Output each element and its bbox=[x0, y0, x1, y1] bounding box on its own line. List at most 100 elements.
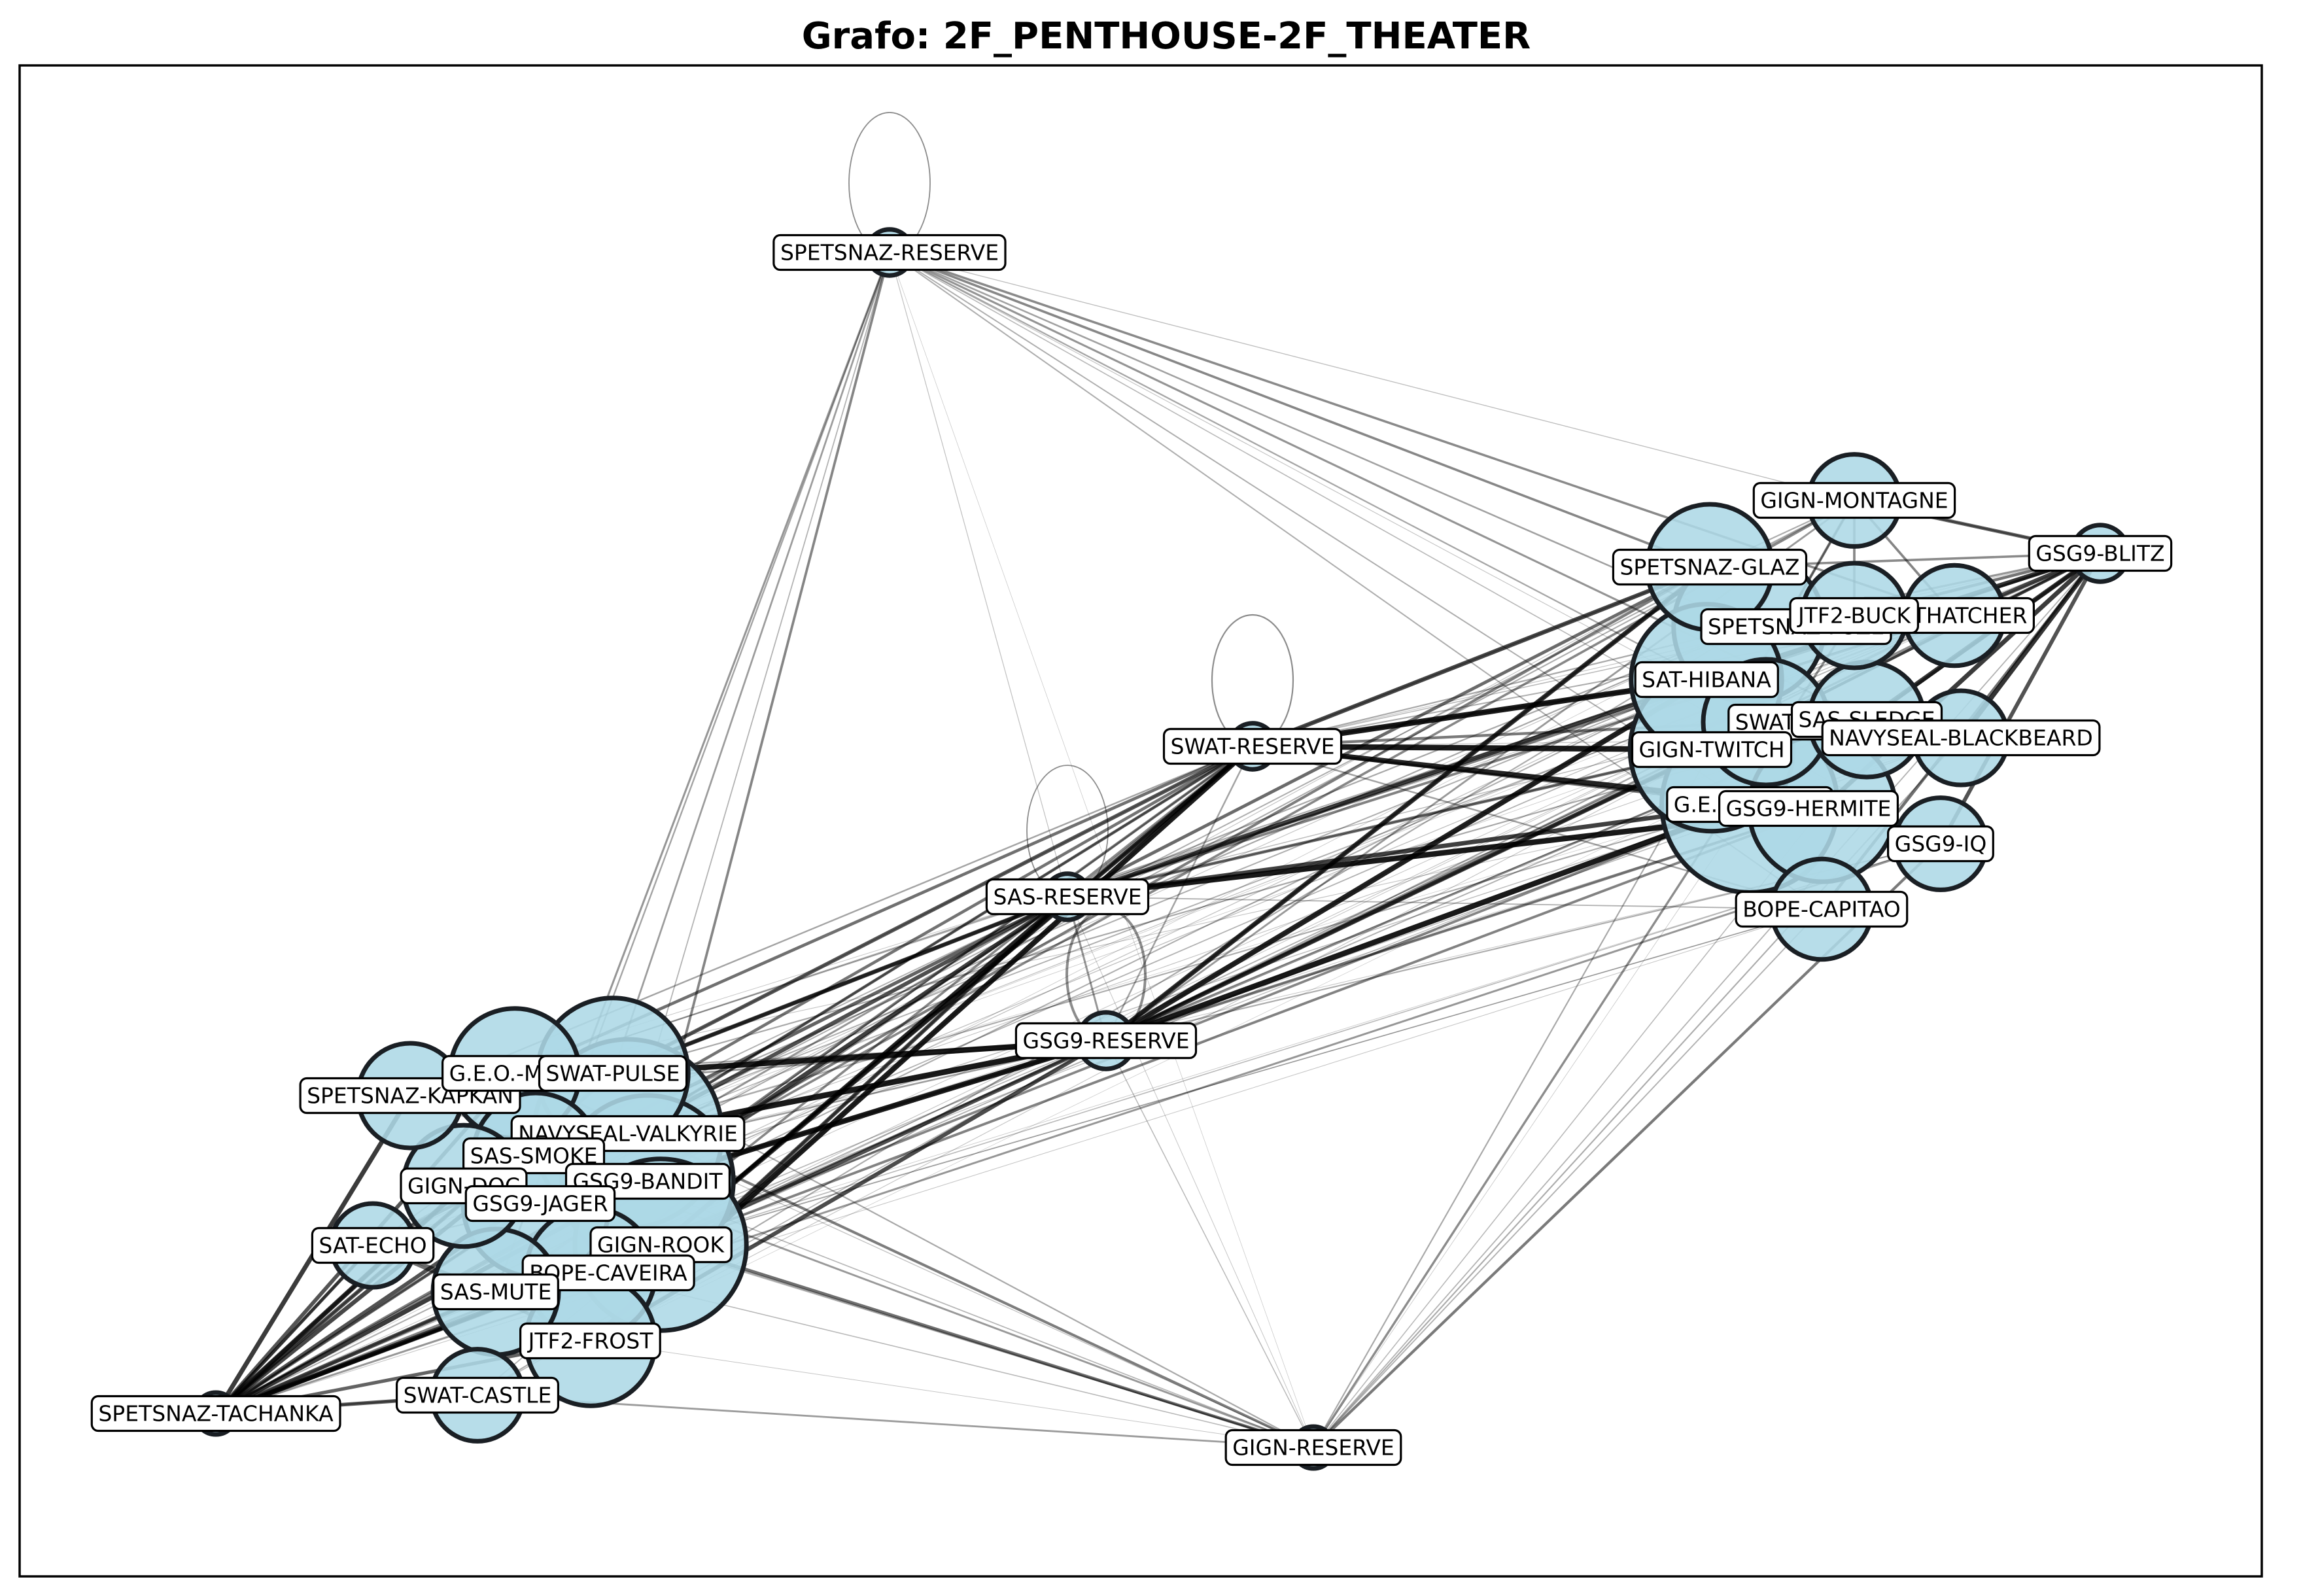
node-label-box bbox=[90, 1395, 341, 1432]
node-label-sat-echo: SAT-ECHO bbox=[311, 1226, 435, 1264]
node-label-text: GIGN-TWITCH bbox=[1638, 737, 1784, 763]
plot-frame bbox=[18, 64, 2263, 1578]
node-label-spetsnaz-reserve: SPETSNAZ-RESERVE bbox=[772, 234, 1007, 271]
edge-149 bbox=[1066, 677, 1708, 899]
node-label-text: SPETSNAZ-TACHANKA bbox=[98, 1401, 334, 1427]
edge-167 bbox=[1067, 745, 1253, 898]
edge-107 bbox=[1313, 909, 1822, 1448]
node-label-gsg9-iq: GSG9-IQ bbox=[1887, 825, 1994, 863]
node-label-text: GSG9-RESERVE bbox=[1022, 1028, 1189, 1054]
node-label-box bbox=[395, 1376, 559, 1414]
node-label-text: JTF2-BUCK bbox=[1797, 603, 1911, 629]
node-label-navyseal-blackbeard: NAVYSEAL-BLACKBEARD bbox=[1821, 719, 2101, 757]
node-label-gign-montagne: GIGN-MONTAGNE bbox=[1752, 481, 1956, 519]
edge-171 bbox=[1067, 896, 1314, 1448]
node-label-box bbox=[1718, 789, 1899, 827]
node-label-gsg9-reserve: GSG9-RESERVE bbox=[1014, 1022, 1198, 1060]
edge-140 bbox=[1251, 564, 1711, 749]
node-label-box bbox=[519, 1322, 661, 1360]
node-label-swat-pulse: SWAT-PULSE bbox=[538, 1054, 688, 1092]
node-label-text: SWAT-CASTLE bbox=[404, 1383, 552, 1408]
node-label-box bbox=[1735, 890, 1909, 928]
node-label-text: GSG9-BLITZ bbox=[2035, 541, 2164, 566]
node-label-box bbox=[1014, 1022, 1198, 1060]
node-label-box bbox=[1631, 731, 1793, 769]
node-label-gsg9-jager: GSG9-JAGER bbox=[464, 1185, 616, 1223]
edge-39 bbox=[889, 251, 1750, 628]
node-label-spetsnaz-tachanka: SPETSNAZ-TACHANKA bbox=[90, 1395, 341, 1432]
node-label-swat-castle: SWAT-CASTLE bbox=[395, 1376, 559, 1414]
edge-0 bbox=[627, 500, 1855, 1134]
node-labels: SPETSNAZ-RESERVE SWAT-RESERVE SAS-RESERVE G… bbox=[90, 234, 2173, 1466]
node-label-box bbox=[1162, 727, 1343, 765]
node-label-text: NAVYSEAL-BLACKBEARD bbox=[1829, 725, 2093, 751]
edge-154 bbox=[612, 894, 1069, 1076]
node-label-box bbox=[985, 878, 1150, 916]
node-label-spetsnaz-glaz: SPETSNAZ-GLAZ bbox=[1612, 548, 1808, 586]
node-label-gign-twitch: GIGN-TWITCH bbox=[1631, 731, 1793, 769]
edge-36 bbox=[889, 252, 1855, 501]
node-label-box bbox=[2028, 534, 2173, 572]
edge-157 bbox=[1105, 747, 1713, 1043]
edge-18 bbox=[535, 721, 1767, 1156]
node-label-box bbox=[464, 1185, 616, 1223]
node-label-gsg9-blitz: GSG9-BLITZ bbox=[2028, 534, 2173, 572]
edge-118 bbox=[477, 1394, 1314, 1449]
edge-144 bbox=[612, 744, 1254, 1075]
edge-170 bbox=[1105, 1040, 1314, 1448]
node-label-sas-mute: SAS-MUTE bbox=[432, 1273, 559, 1311]
node-label-bope-capitao: BOPE-CAPITAO bbox=[1735, 890, 1909, 928]
node-label-box bbox=[538, 1054, 688, 1092]
edge-160 bbox=[1104, 565, 1712, 1043]
node-label-jtf2-frost: JTF2-FROST bbox=[519, 1322, 661, 1360]
node-label-text: JTF2-FROST bbox=[527, 1328, 654, 1354]
node-label-box bbox=[432, 1273, 559, 1311]
edge-187 bbox=[1939, 552, 2102, 845]
node-label-box bbox=[1752, 481, 1956, 519]
node-label-text: BOPE-CAPITAO bbox=[1742, 897, 1901, 922]
node-label-sas-reserve: SAS-RESERVE bbox=[985, 878, 1150, 916]
node-label-text: SPETSNAZ-RESERVE bbox=[780, 240, 999, 266]
edge-142 bbox=[627, 745, 1254, 1135]
node-label-text: SAS-RESERVE bbox=[993, 884, 1141, 910]
node-label-text: SAT-ECHO bbox=[319, 1233, 426, 1258]
node-label-gign-reserve: GIGN-RESERVE bbox=[1224, 1429, 1402, 1466]
edge-172 bbox=[889, 252, 1068, 897]
node-label-bope-caveira: BOPE-CAVEIRA bbox=[521, 1254, 695, 1292]
edge-117 bbox=[590, 1340, 1314, 1448]
node-label-box bbox=[1224, 1429, 1402, 1466]
edge-169 bbox=[1105, 746, 1254, 1041]
node-label-gign-rook: GIGN-ROOK bbox=[589, 1226, 733, 1264]
node-label-text: GSG9-IQ bbox=[1895, 831, 1987, 857]
edge-147 bbox=[1067, 748, 1712, 899]
chart-title: Grafo: 2F_PENTHOUSE-2F_THEATER bbox=[802, 15, 1531, 58]
node-label-box bbox=[1634, 661, 1779, 699]
node-label-box bbox=[1612, 548, 1808, 586]
edge-104 bbox=[1313, 804, 1750, 1448]
node-label-box bbox=[521, 1254, 695, 1292]
node-label-text: SWAT-PULSE bbox=[545, 1061, 680, 1086]
edge-28 bbox=[535, 804, 1750, 1156]
node-label-text: GIGN-ROOK bbox=[597, 1232, 725, 1258]
edge-46 bbox=[612, 252, 891, 1074]
node-label-text: GSG9-JAGER bbox=[472, 1191, 608, 1217]
node-label-swat-reserve: SWAT-RESERVE bbox=[1162, 727, 1343, 765]
node-label-text: SAT-HIBANA bbox=[1642, 667, 1771, 693]
node-label-box bbox=[311, 1226, 435, 1264]
edge-76 bbox=[1067, 896, 1822, 910]
edge-150 bbox=[1066, 565, 1711, 899]
edge-37 bbox=[889, 251, 1710, 568]
edge-24 bbox=[590, 719, 1867, 1342]
node-label-text: GIGN-MONTAGNE bbox=[1760, 488, 1948, 513]
edge-158 bbox=[1105, 802, 1751, 1043]
node-label-text: GSG9-HERMITE bbox=[1726, 796, 1892, 822]
node-label-text: SWAT-RESERVE bbox=[1171, 734, 1335, 759]
node-label-box bbox=[1887, 825, 1994, 863]
node-label-text: SPETSNAZ-GLAZ bbox=[1619, 555, 1799, 580]
node-label-box bbox=[1821, 719, 2101, 757]
node-label-text: GIGN-RESERVE bbox=[1232, 1435, 1394, 1461]
node-label-box bbox=[772, 234, 1007, 271]
edge-47 bbox=[646, 252, 891, 1182]
node-label-box bbox=[1789, 597, 1919, 634]
